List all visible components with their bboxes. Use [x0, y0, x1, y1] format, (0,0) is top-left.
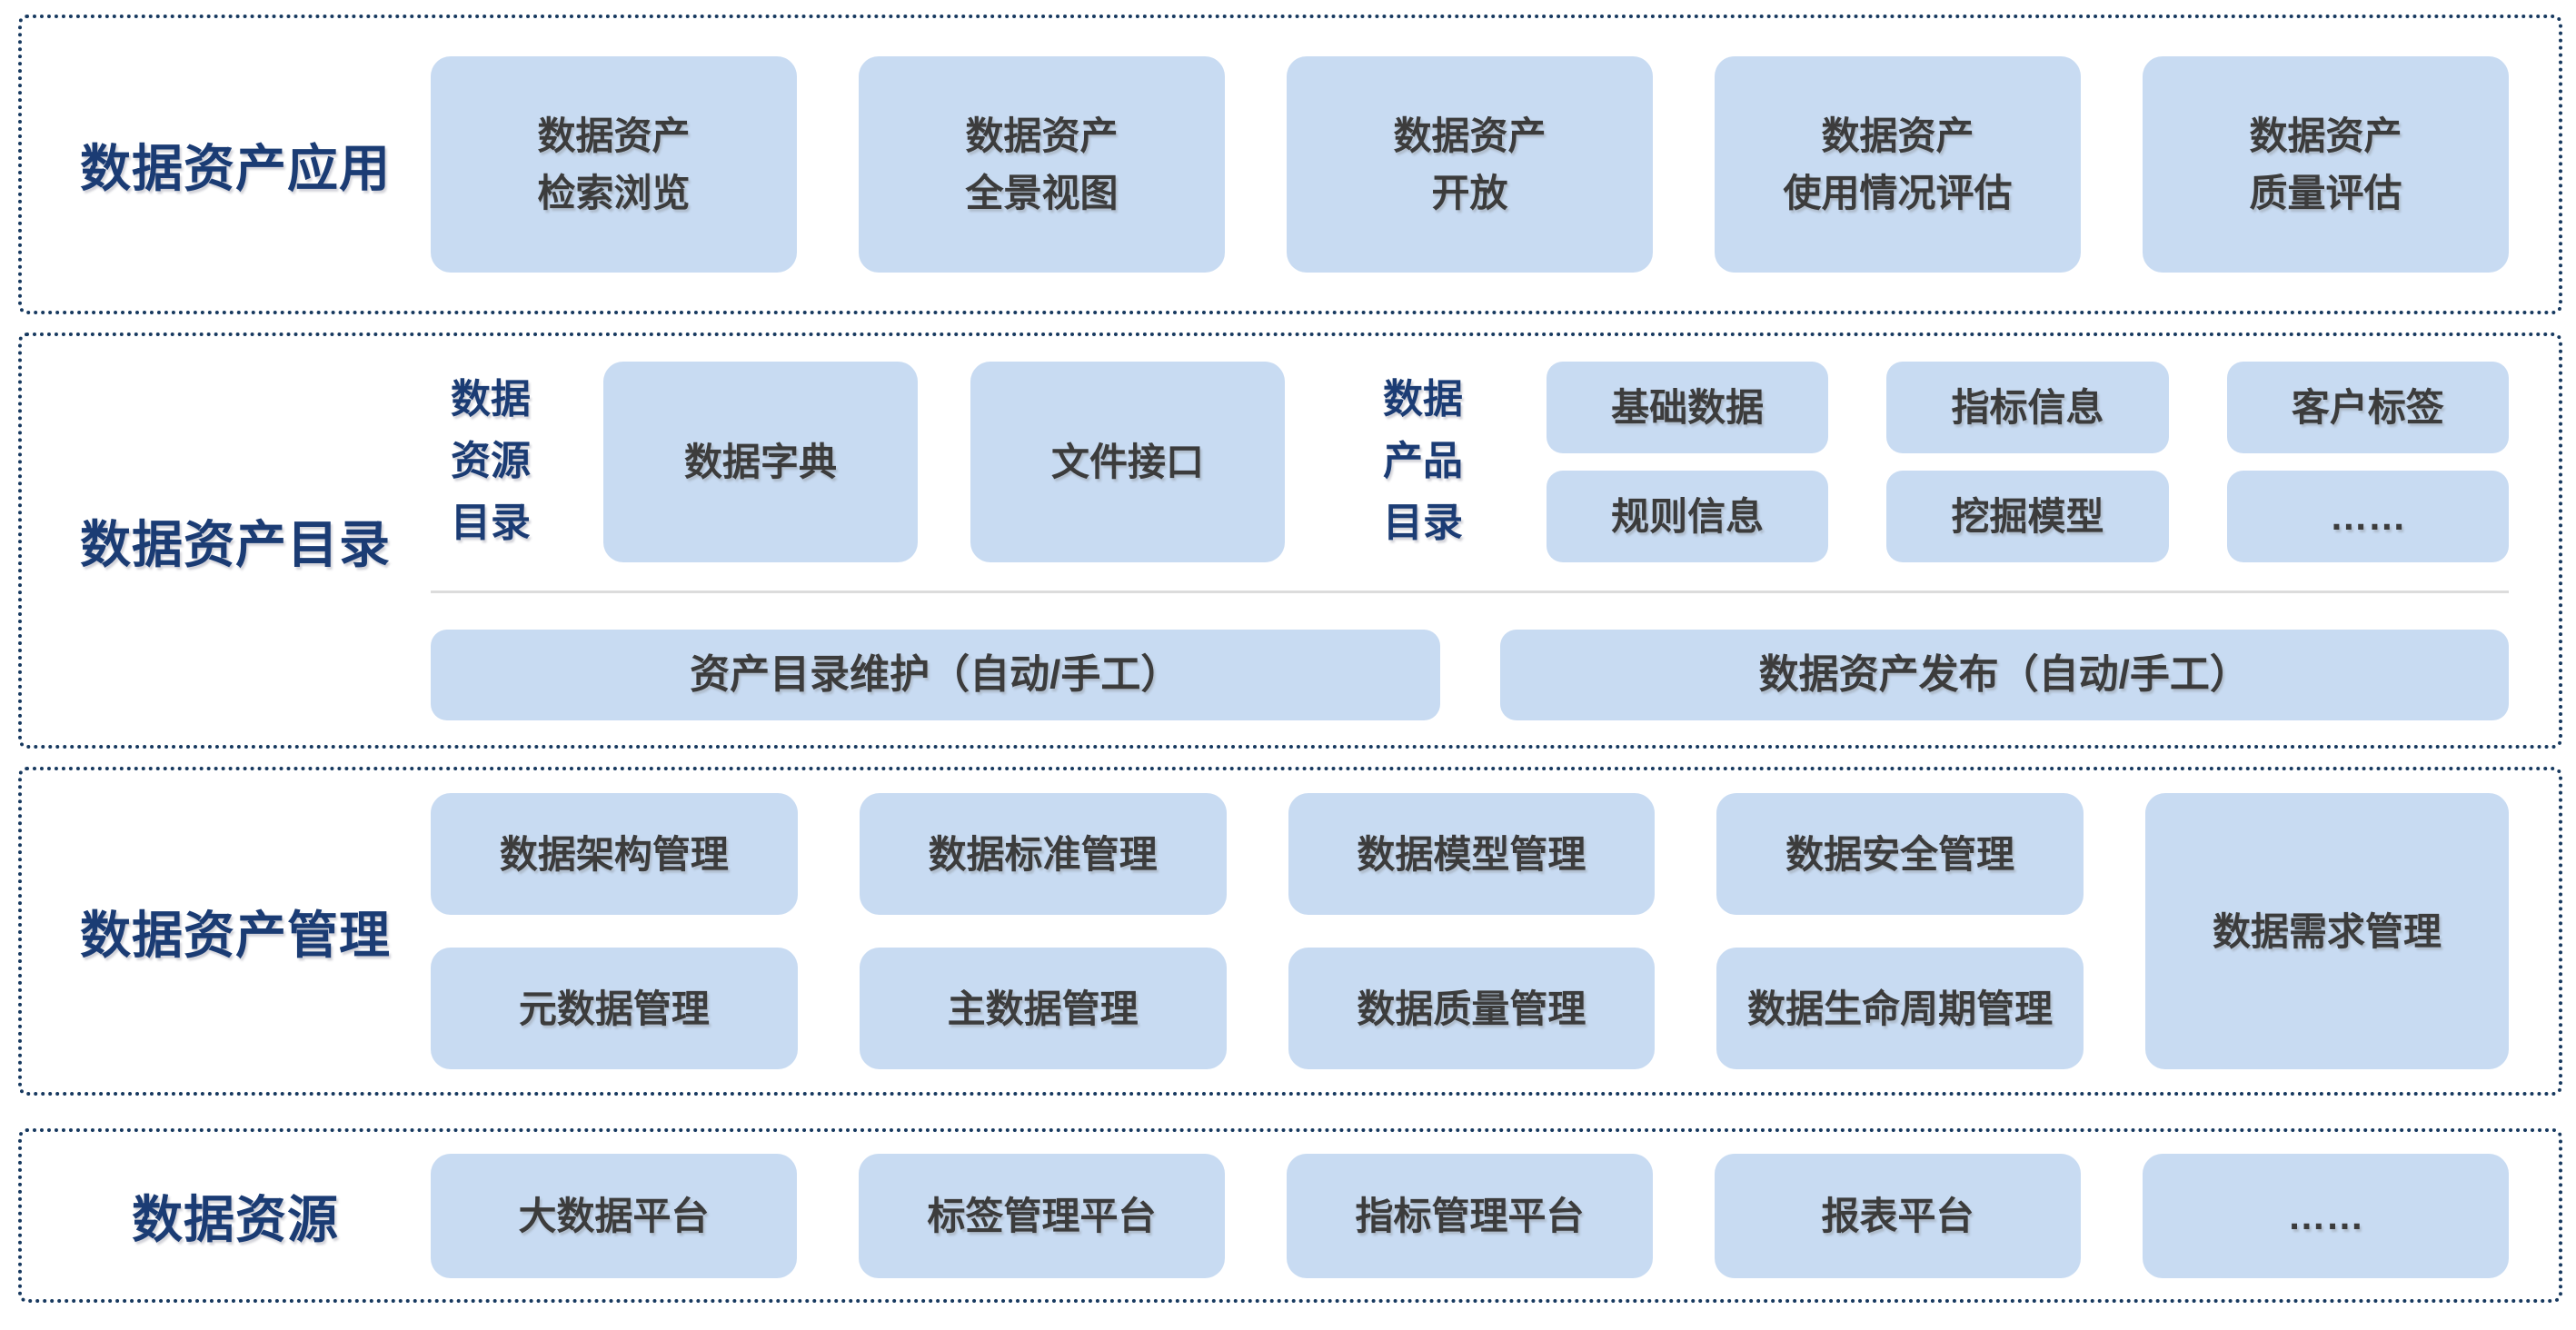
section-label-application: 数据资产应用 [80, 139, 391, 197]
product-catalog-grid: 基础数据 指标信息 客户标签 规则信息 挖掘模型 …… [1547, 361, 2509, 562]
box-data-demand-mgmt: 数据需求管理 [2145, 793, 2509, 1069]
section-data-asset-catalog: 数据资产目录 数据 资源 目录 数据字典 文件接口 数据 产品 目录 基础数据 … [18, 332, 2562, 749]
section-data-asset-application: 数据资产应用 数据资产 检索浏览 数据资产 全景视图 数据资产 开放 数据资产 … [18, 15, 2562, 314]
product-catalog-label: 数据 产品 目录 [1383, 376, 1463, 546]
catalog-top-row: 数据 资源 目录 数据字典 文件接口 数据 产品 目录 基础数据 指标信息 客户… [431, 361, 2509, 562]
management-content: 数据架构管理 数据标准管理 数据模型管理 数据安全管理 元数据管理 主数据管理 … [431, 793, 2509, 1069]
box-asset-usage-evaluation: 数据资产 使用情况评估 [1715, 56, 2081, 273]
management-row-1: 数据架构管理 数据标准管理 数据模型管理 数据安全管理 [431, 793, 2084, 915]
product-row-2: 规则信息 挖掘模型 …… [1547, 470, 2509, 562]
resources-boxes-row: 大数据平台 标签管理平台 指标管理平台 报表平台 …… [431, 1153, 2509, 1278]
box-report-platform: 报表平台 [1715, 1153, 2081, 1278]
box-data-security-mgmt: 数据安全管理 [1716, 793, 2084, 915]
section-label-management: 数据资产管理 [80, 906, 391, 964]
box-indicator-info: 指标信息 [1886, 361, 2169, 453]
box-metadata-mgmt: 元数据管理 [431, 948, 798, 1069]
product-row-1: 基础数据 指标信息 客户标签 [1547, 361, 2509, 453]
box-data-quality-mgmt: 数据质量管理 [1288, 948, 1656, 1069]
box-resources-ellipsis: …… [2143, 1153, 2509, 1278]
box-mining-model: 挖掘模型 [1886, 470, 2169, 562]
box-asset-panorama-view: 数据资产 全景视图 [859, 56, 1225, 273]
box-asset-search-browse: 数据资产 检索浏览 [431, 56, 797, 273]
box-data-model-mgmt: 数据模型管理 [1288, 793, 1656, 915]
box-data-dictionary: 数据字典 [603, 361, 918, 562]
box-tag-management-platform: 标签管理平台 [859, 1153, 1225, 1278]
box-asset-open: 数据资产 开放 [1287, 56, 1653, 273]
box-product-ellipsis: …… [2226, 470, 2509, 562]
catalog-divider-line [431, 590, 2509, 593]
box-file-interface: 文件接口 [970, 361, 1285, 562]
catalog-bottom-row: 资产目录维护（自动/手工） 数据资产发布（自动/手工） [431, 629, 2509, 720]
box-data-standard-mgmt: 数据标准管理 [859, 793, 1227, 915]
box-catalog-maintenance: 资产目录维护（自动/手工） [431, 629, 1440, 720]
box-basic-data: 基础数据 [1547, 361, 1829, 453]
section-label-catalog: 数据资产目录 [80, 515, 391, 573]
management-grid: 数据架构管理 数据标准管理 数据模型管理 数据安全管理 元数据管理 主数据管理 … [431, 793, 2084, 1069]
catalog-content: 数据 资源 目录 数据字典 文件接口 数据 产品 目录 基础数据 指标信息 客户… [431, 361, 2509, 720]
section-label-resources: 数据资源 [132, 1190, 339, 1248]
box-data-lifecycle-mgmt: 数据生命周期管理 [1716, 948, 2084, 1069]
section-data-asset-management: 数据资产管理 数据架构管理 数据标准管理 数据模型管理 数据安全管理 元数据管理… [18, 767, 2562, 1096]
box-big-data-platform: 大数据平台 [431, 1153, 797, 1278]
box-indicator-management-platform: 指标管理平台 [1287, 1153, 1653, 1278]
application-boxes-row: 数据资产 检索浏览 数据资产 全景视图 数据资产 开放 数据资产 使用情况评估 … [431, 56, 2509, 273]
box-master-data-mgmt: 主数据管理 [859, 948, 1227, 1069]
management-row-2: 元数据管理 主数据管理 数据质量管理 数据生命周期管理 [431, 948, 2084, 1069]
box-asset-quality-evaluation: 数据资产 质量评估 [2143, 56, 2509, 273]
box-asset-publish: 数据资产发布（自动/手工） [1499, 629, 2509, 720]
box-data-architecture-mgmt: 数据架构管理 [431, 793, 798, 915]
section-data-resources: 数据资源 大数据平台 标签管理平台 指标管理平台 报表平台 …… [18, 1128, 2562, 1303]
box-rule-info: 规则信息 [1547, 470, 1829, 562]
resource-catalog-label: 数据 资源 目录 [451, 376, 531, 546]
box-customer-tags: 客户标签 [2226, 361, 2509, 453]
